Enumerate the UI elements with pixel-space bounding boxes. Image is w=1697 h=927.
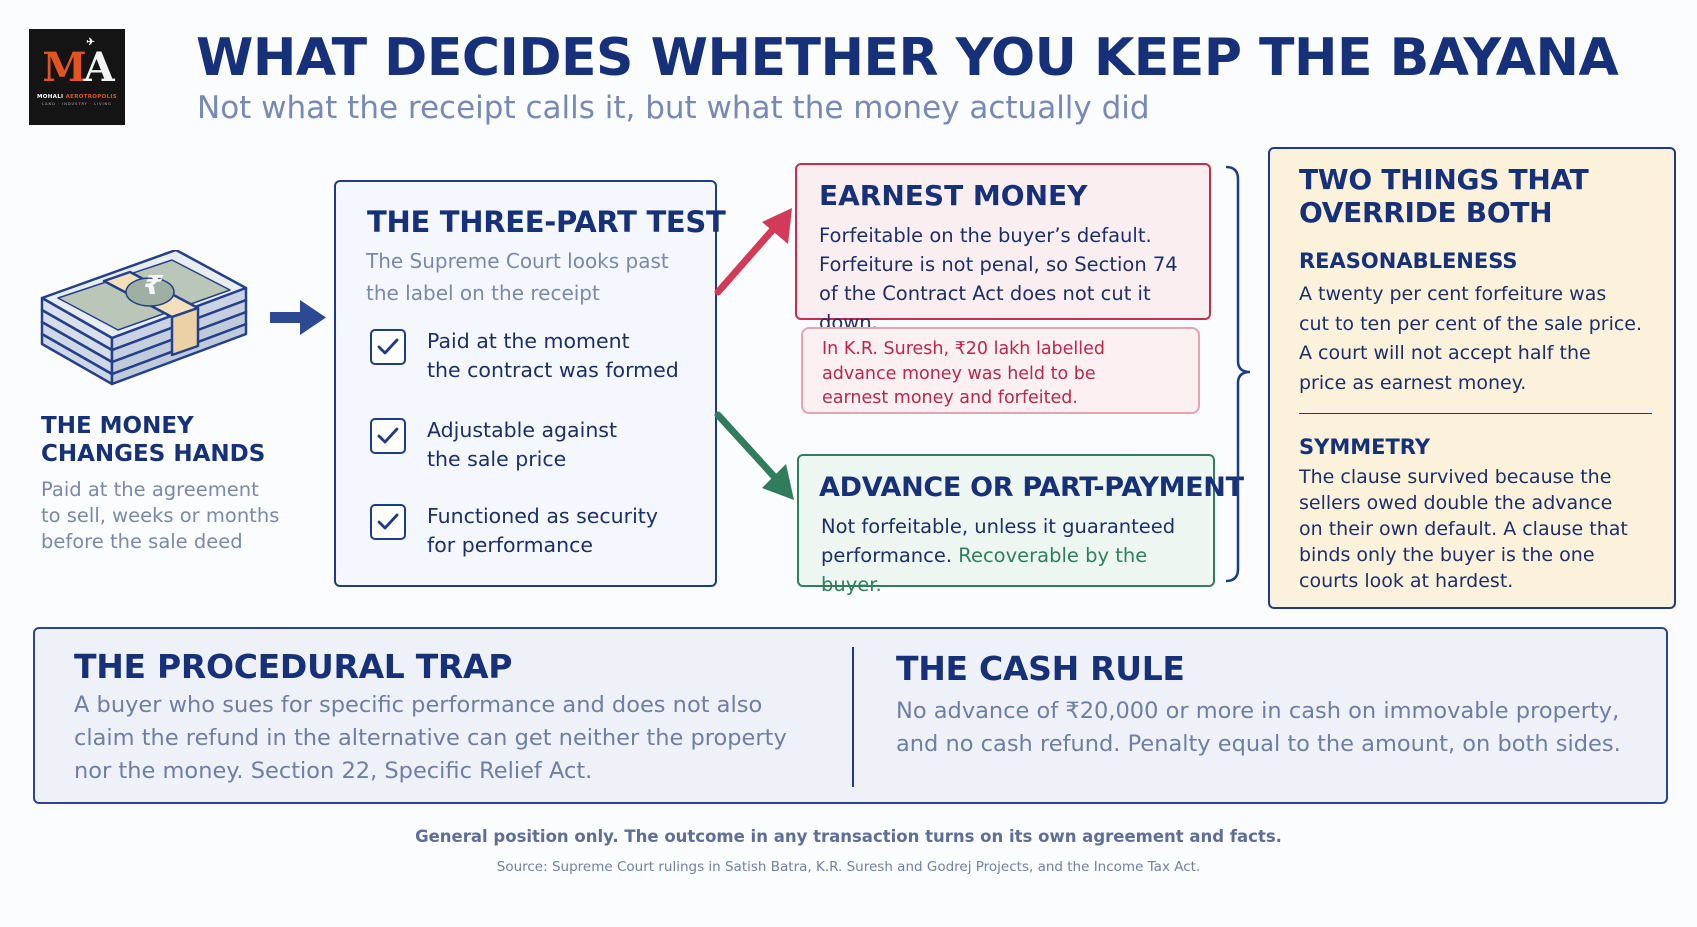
- advance-payment-text: Not forfeitable, unless it guaranteed pe…: [821, 515, 1176, 596]
- logo-letter-a: A: [83, 44, 115, 91]
- footer-note: General position only. The outcome in an…: [415, 827, 1282, 846]
- logo-tagline: LAND · INDUSTRY · LIVING: [42, 102, 112, 106]
- symmetry-text: The clause survived because the sellers …: [1299, 466, 1628, 592]
- up-right-arrow-icon: [714, 222, 780, 296]
- test-item: Paid at the moment the contract was form…: [370, 327, 687, 385]
- money-title: THE MONEY CHANGES HANDS: [41, 413, 266, 467]
- checkbox-checked-icon: [370, 418, 406, 454]
- reasonableness-text: A twenty per cent forfeiture was cut to …: [1299, 283, 1643, 394]
- three-part-test-box: THE THREE-PART TEST The Supreme Court lo…: [334, 180, 726, 587]
- procedural-trap-title: THE PROCEDURAL TRAP: [74, 647, 513, 686]
- test-item-text: Functioned as security for performance: [427, 504, 658, 557]
- test-item: Functioned as security for performance: [370, 502, 687, 560]
- test-item-text: Adjustable against the sale price: [427, 418, 618, 471]
- advance-payment-title: ADVANCE OR PART-PAYMENT: [819, 472, 1244, 503]
- earnest-money-text: Forfeitable on the buyer’s default. Forf…: [819, 224, 1178, 334]
- earnest-money-title: EARNEST MONEY: [819, 179, 1088, 212]
- money-description: Paid at the agreement to sell, weeks or …: [41, 478, 280, 553]
- logo-letter-m: M: [42, 44, 86, 91]
- earnest-money-case-note: In K.R. Suresh, ₹20 lakh labelled advanc…: [801, 327, 1200, 414]
- branch-arrows: [714, 208, 794, 500]
- symmetry-heading: SYMMETRY: [1299, 435, 1431, 459]
- money-stack-icon: [40, 250, 248, 386]
- logo: MA ✈ MOHALI AEROTROPOLIS LAND · INDUSTRY…: [29, 29, 125, 125]
- override-divider: [1299, 413, 1652, 414]
- down-right-arrow-icon: [714, 411, 784, 487]
- test-item-text: Paid at the moment the contract was form…: [427, 329, 679, 382]
- cash-rule-title: THE CASH RULE: [896, 649, 1185, 688]
- page-title: WHAT DECIDES WHETHER YOU KEEP THE BAYANA: [196, 28, 1619, 88]
- band-divider: [852, 647, 854, 787]
- three-part-test-title: THE THREE-PART TEST: [367, 205, 726, 239]
- reasonableness-heading: REASONABLENESS: [1299, 249, 1518, 273]
- footer-source: Source: Supreme Court rulings in Satish …: [496, 859, 1201, 875]
- cash-rule-text: No advance of ₹20,000 or more in cash on…: [896, 698, 1621, 757]
- logo-name: MOHALI AEROTROPOLIS: [37, 94, 117, 100]
- checkbox-checked-icon: [370, 329, 406, 365]
- bracket-icon: [1225, 165, 1251, 583]
- page-subtitle: Not what the receipt calls it, but what …: [197, 90, 1150, 126]
- right-arrow-icon: [270, 300, 326, 335]
- logo-mark: MA ✈: [42, 38, 114, 88]
- bottom-band: THE PROCEDURAL TRAP A buyer who sues for…: [33, 627, 1668, 804]
- advance-payment-box: ADVANCE OR PART-PAYMENT Not forfeitable,…: [797, 454, 1244, 596]
- plane-icon: ✈: [86, 37, 95, 48]
- procedural-trap-text: A buyer who sues for specific performanc…: [74, 692, 787, 784]
- checkbox-checked-icon: [370, 504, 406, 540]
- test-item: Adjustable against the sale price: [370, 416, 687, 474]
- earnest-money-box: EARNEST MONEY Forfeitable on the buyer’s…: [795, 163, 1211, 334]
- override-title: TWO THINGS THAT OVERRIDE BOTH: [1299, 163, 1589, 229]
- override-box: TWO THINGS THAT OVERRIDE BOTH REASONABLE…: [1268, 147, 1676, 609]
- three-part-test-lead: The Supreme Court looks past the label o…: [366, 249, 669, 305]
